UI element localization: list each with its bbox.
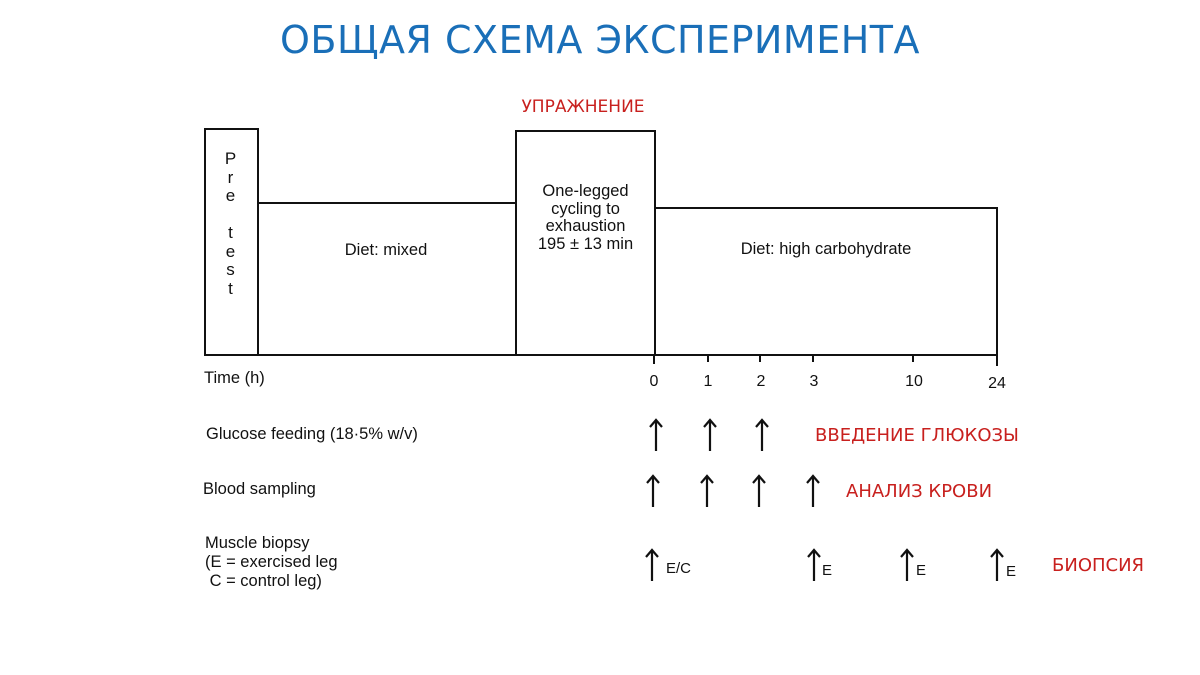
exercise-line: exhaustion xyxy=(545,217,626,235)
tick-label-3: 3 xyxy=(809,373,819,390)
blood-arrow-icon xyxy=(752,474,766,507)
exercise-line: cycling to xyxy=(551,199,620,218)
pretest-char: r xyxy=(227,167,234,187)
diet-high-box xyxy=(654,207,998,356)
blood-arrow-icon xyxy=(646,474,660,507)
tick-3 xyxy=(812,354,814,362)
biopsy-arrow-icon xyxy=(990,548,1004,581)
glucose-annotation: ВВЕДЕНИЕ ГЛЮКОЗЫ xyxy=(815,425,1019,446)
biopsy-mark-0: E/C xyxy=(666,560,692,577)
diet-high-label: Diet: high carbohydrate xyxy=(740,240,912,258)
glucose-arrow-icon xyxy=(649,418,663,451)
blood-row-label: Blood sampling xyxy=(203,480,316,498)
exercise-line: 195 ± 13 min xyxy=(537,234,634,253)
biopsy-mark-3: E xyxy=(822,562,833,579)
blood-arrow-icon xyxy=(806,474,820,507)
tick-1 xyxy=(707,354,709,362)
blood-annotation: АНАЛИЗ КРОВИ xyxy=(846,481,993,502)
time-axis-label: Time (h) xyxy=(204,369,265,387)
glucose-arrow-icon xyxy=(755,418,769,451)
tick-label-10: 10 xyxy=(905,373,923,390)
biopsy-arrow-icon xyxy=(645,548,659,581)
biopsy-mark-10: E xyxy=(916,562,927,579)
blood-arrow-icon xyxy=(700,474,714,507)
exercise-label: One-legged cycling to exhaustion 195 ± 1… xyxy=(515,182,656,253)
biopsy-line: (E = exercised leg xyxy=(205,553,338,571)
diet-mixed-label: Diet: mixed xyxy=(344,241,428,259)
biopsy-arrow-icon xyxy=(900,548,914,581)
biopsy-arrow-icon xyxy=(807,548,821,581)
page-title: ОБЩАЯ СХЕМА ЭКСПЕРИМЕНТА xyxy=(279,18,920,62)
pretest-char: s xyxy=(226,260,235,279)
pretest-label: P r e t e s t xyxy=(204,149,257,298)
tick-0 xyxy=(653,354,655,364)
tick-label-24: 24 xyxy=(988,375,1006,392)
pretest-gap xyxy=(204,206,257,225)
pretest-char: P xyxy=(224,149,237,168)
tick-10 xyxy=(912,354,914,362)
pretest-char: e xyxy=(225,241,236,261)
pretest-char: e xyxy=(225,186,236,205)
tick-2 xyxy=(759,354,761,362)
glucose-arrow-icon xyxy=(703,418,717,451)
biopsy-line: Muscle biopsy xyxy=(205,534,310,552)
exercise-line: One-legged xyxy=(542,182,629,200)
diet-mixed-box xyxy=(257,202,517,356)
tick-24 xyxy=(996,354,998,366)
biopsy-row-label: Muscle biopsy (E = exercised leg C = con… xyxy=(205,534,338,591)
tick-label-1: 1 xyxy=(703,373,713,390)
glucose-row-label: Glucose feeding (18·5% w/v) xyxy=(206,425,418,443)
exercise-box xyxy=(515,130,656,356)
pretest-char: t xyxy=(228,223,233,242)
biopsy-mark-24: E xyxy=(1006,563,1017,580)
biopsy-line: C = control leg) xyxy=(205,572,322,590)
pretest-char: t xyxy=(228,278,233,298)
biopsy-annotation: БИОПСИЯ xyxy=(1052,555,1145,576)
exercise-annotation: УПРАЖНЕНИЕ xyxy=(521,97,645,117)
tick-label-0: 0 xyxy=(649,373,659,390)
pretest-box xyxy=(204,128,259,356)
tick-label-2: 2 xyxy=(756,373,766,390)
